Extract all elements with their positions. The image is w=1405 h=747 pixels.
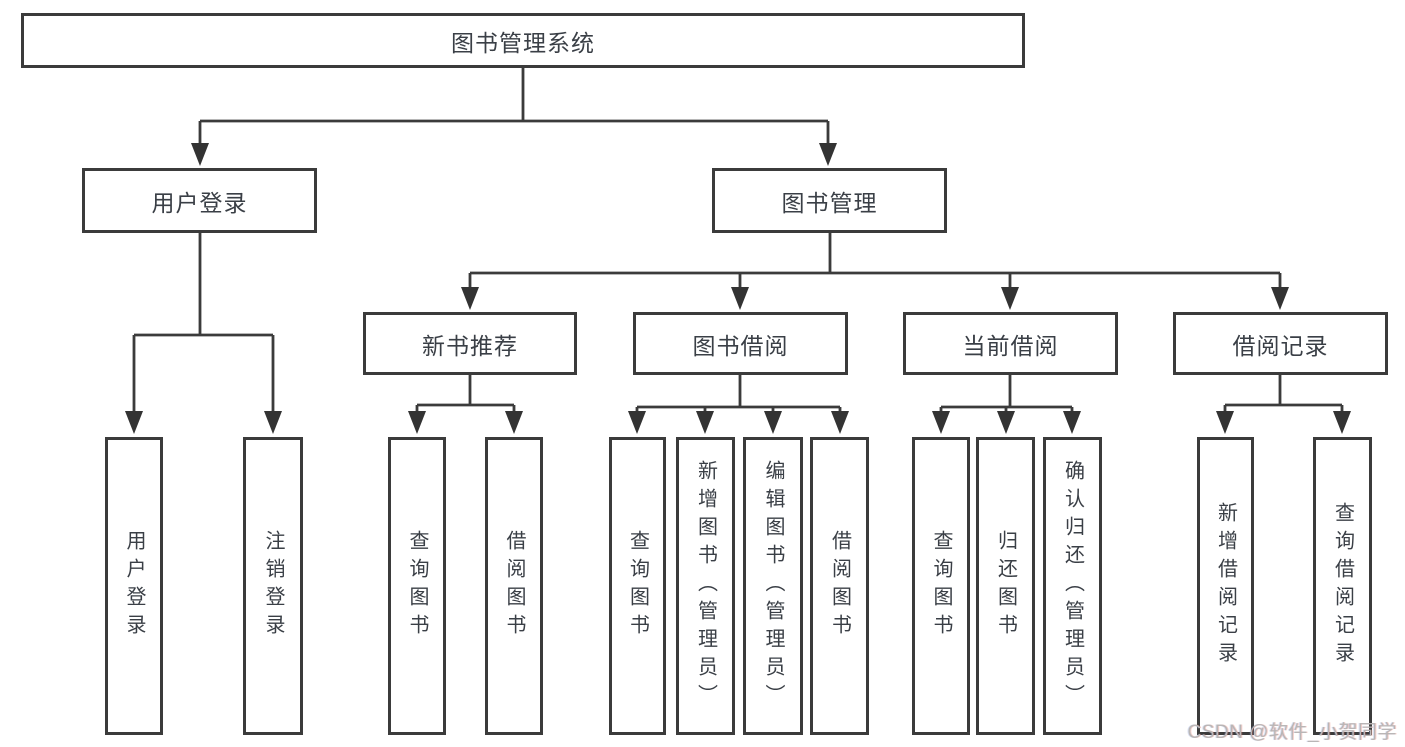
node-borrowing-records: 借阅记录 — [1173, 312, 1388, 375]
node-current-borrowing: 当前借阅 — [903, 312, 1118, 375]
leaf-confirm-return-admin: 确认归还（管理员） — [1043, 437, 1102, 735]
leaf-query-books: 查询图书 — [609, 437, 666, 735]
leaf-user-login: 用户登录 — [105, 437, 163, 735]
leaf-borrow-books: 借阅图书 — [810, 437, 869, 735]
node-book-management: 图书管理 — [712, 168, 947, 233]
leaf-query-borrow-record: 查询借阅记录 — [1313, 437, 1372, 735]
node-new-book-recommend: 新书推荐 — [363, 312, 577, 375]
node-user-login: 用户登录 — [82, 168, 317, 233]
leaf-query-books: 查询图书 — [912, 437, 970, 735]
arrowhead-icons — [125, 143, 1351, 434]
leaf-logout: 注销登录 — [243, 437, 303, 735]
csdn-watermark: CSDN @软件_小贺同学 — [1187, 722, 1397, 743]
leaf-return-books: 归还图书 — [976, 437, 1035, 735]
leaf-add-borrow-record: 新增借阅记录 — [1197, 437, 1254, 735]
node-book-borrowing: 图书借阅 — [633, 312, 848, 375]
leaf-borrow-books: 借阅图书 — [485, 437, 543, 735]
leaf-query-books: 查询图书 — [388, 437, 446, 735]
leaf-add-books-admin: 新增图书（管理员） — [676, 437, 735, 735]
node-root: 图书管理系统 — [21, 13, 1025, 68]
leaf-edit-books-admin: 编辑图书（管理员） — [743, 437, 803, 735]
